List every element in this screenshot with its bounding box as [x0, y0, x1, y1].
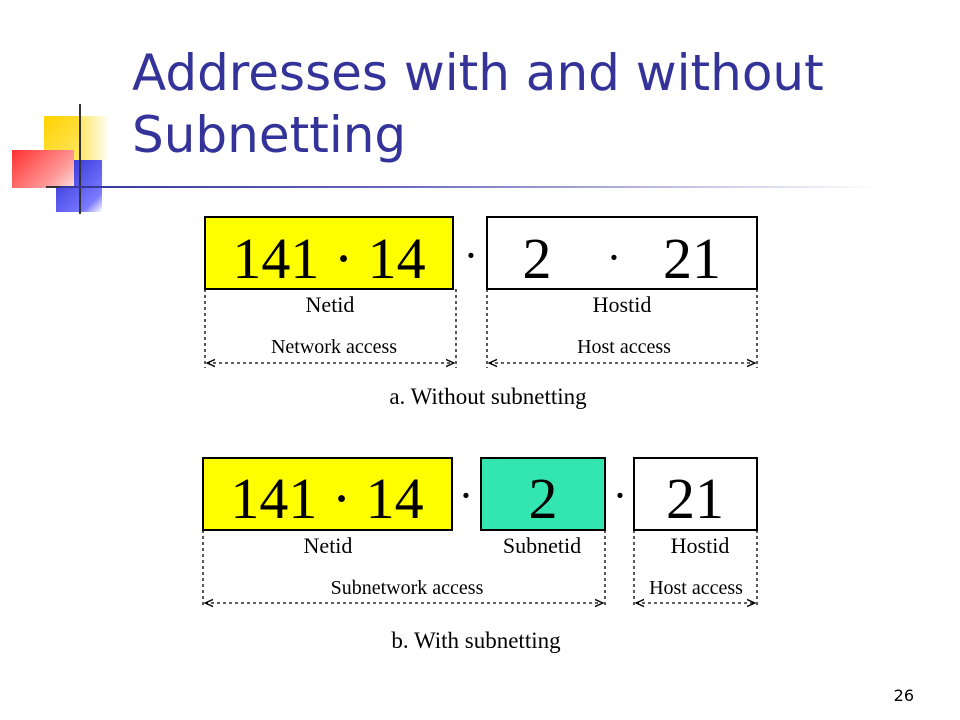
logo-vertical-line	[79, 104, 81, 214]
part-b-hostid-label: Hostid	[671, 533, 730, 558]
slide-number: 26	[893, 686, 914, 705]
slide-title-line-1: Addresses with and without	[132, 44, 824, 102]
part-a-separator: ·	[464, 231, 479, 280]
part-b-with-subnetting: 141 · 14 · 2 · 21 Netid Subnetid Hostid …	[202, 457, 758, 653]
part-b-netid-box	[202, 457, 453, 531]
part-b-separator-1: ·	[459, 471, 474, 520]
slide-title-line-2: Subnetting	[132, 106, 407, 164]
part-b-netid-value: 141 · 14	[230, 466, 423, 531]
part-a-caption: a. Without subnetting	[389, 384, 587, 409]
part-b-caption: b. With subnetting	[391, 628, 561, 653]
part-a-hostid-label: Hostid	[593, 292, 652, 317]
part-b-hostid-value: 21	[666, 466, 724, 531]
part-b-host-access-label: Host access	[649, 577, 743, 599]
part-b-hostid-box	[633, 457, 758, 531]
part-a-netid-value: 141 · 14	[232, 226, 425, 291]
part-a-netid-box	[204, 216, 454, 290]
part-a-host-access-label: Host access	[577, 336, 671, 358]
part-a-hostid-dot: ·	[607, 233, 622, 282]
logo-blue-square-small	[80, 116, 110, 160]
part-a-hostid-box	[486, 216, 758, 290]
part-b-netid-label: Netid	[304, 533, 353, 558]
title-underline	[60, 186, 880, 188]
part-a-network-access-label: Network access	[271, 336, 397, 358]
part-a-netid-label: Netid	[306, 292, 355, 317]
logo-red-square	[12, 150, 74, 188]
part-a-hostid-left: 2	[523, 226, 552, 291]
part-a-without-subnetting: 141 · 14 · 2 · 21 Netid Hostid Network a…	[204, 216, 758, 409]
part-b-subnetid-label: Subnetid	[503, 533, 581, 558]
part-a-hostid-right: 21	[663, 226, 721, 291]
part-b-separator-2: ·	[613, 471, 628, 520]
part-b-subnetid-value: 2	[529, 466, 558, 531]
part-b-subnetwork-access-label: Subnetwork access	[331, 577, 484, 599]
slide-title: Addresses with and without Subnetting	[132, 42, 824, 166]
part-b-subnetid-box	[480, 457, 606, 531]
